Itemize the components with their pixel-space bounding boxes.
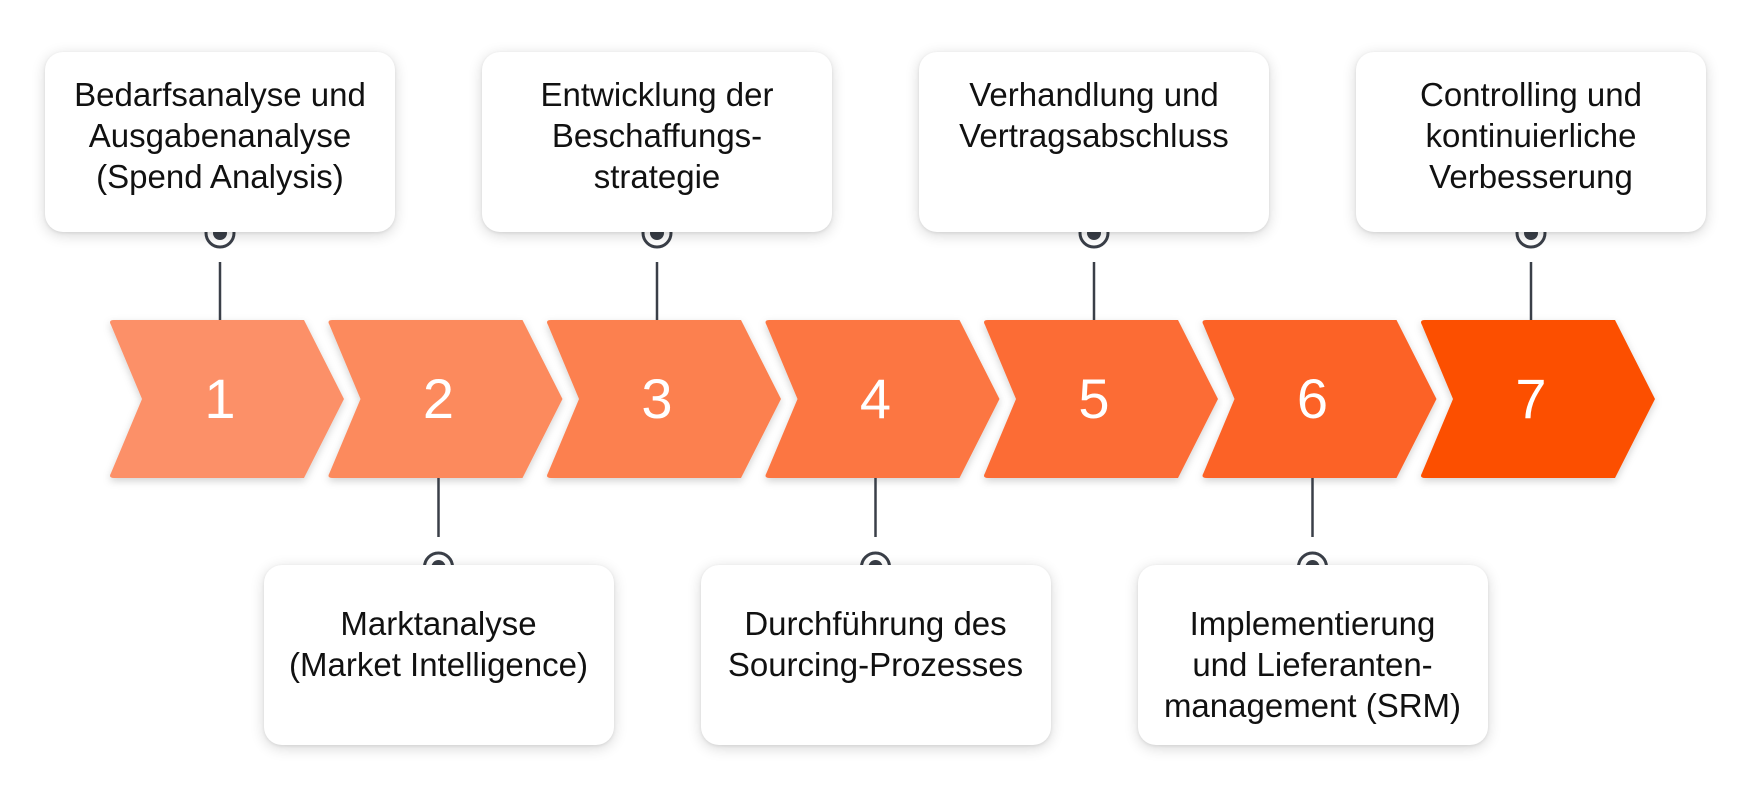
chevron-step-5 [984, 320, 1218, 478]
step-number-5: 5 [1078, 367, 1110, 430]
step-card-3: Entwicklung der Beschaffungs- strategie [482, 52, 832, 232]
step-label-5: Verhandlung und Vertragsabschluss [959, 76, 1229, 154]
step-label-4: Durchführung des Sourcing-Prozesses [727, 605, 1024, 683]
step-number-4: 4 [859, 367, 892, 430]
step-card-7: Controlling und kontinuierliche Verbesse… [1356, 52, 1706, 232]
chevron-step-3 [547, 320, 781, 478]
chevron-step-6 [1202, 320, 1437, 478]
step-card-1: Bedarfsanalyse und Ausgabenanalyse (Spen… [45, 52, 395, 232]
step-label-6: Implementierung und Lieferanten- managem… [1163, 605, 1462, 724]
step-label-3: Entwicklung der Beschaffungs- strategie [540, 76, 774, 195]
chevron-step-2 [328, 320, 563, 478]
step-card-5: Verhandlung und Vertragsabschluss [919, 52, 1269, 232]
step-number-2: 2 [422, 367, 455, 430]
chevron-step-4 [765, 320, 1000, 478]
chevron-step-7 [1421, 320, 1655, 478]
step-number-6: 6 [1296, 367, 1329, 430]
step-label-7: Controlling und kontinuierliche Verbesse… [1420, 76, 1642, 195]
step-label-1: Bedarfsanalyse und Ausgabenanalyse (Spen… [74, 76, 366, 195]
step-number-1: 1 [204, 367, 236, 430]
step-number-3: 3 [641, 367, 673, 430]
chevron-step-1 [110, 320, 344, 478]
step-card-4: Durchführung des Sourcing-Prozesses [700, 565, 1051, 745]
step-label-2: Marktanalyse (Market Intelligence) [289, 605, 588, 683]
step-number-7: 7 [1515, 367, 1547, 430]
step-card-2: Marktanalyse (Market Intelligence) [263, 565, 614, 745]
step-card-6: Implementierung und Lieferanten- managem… [1137, 565, 1488, 745]
